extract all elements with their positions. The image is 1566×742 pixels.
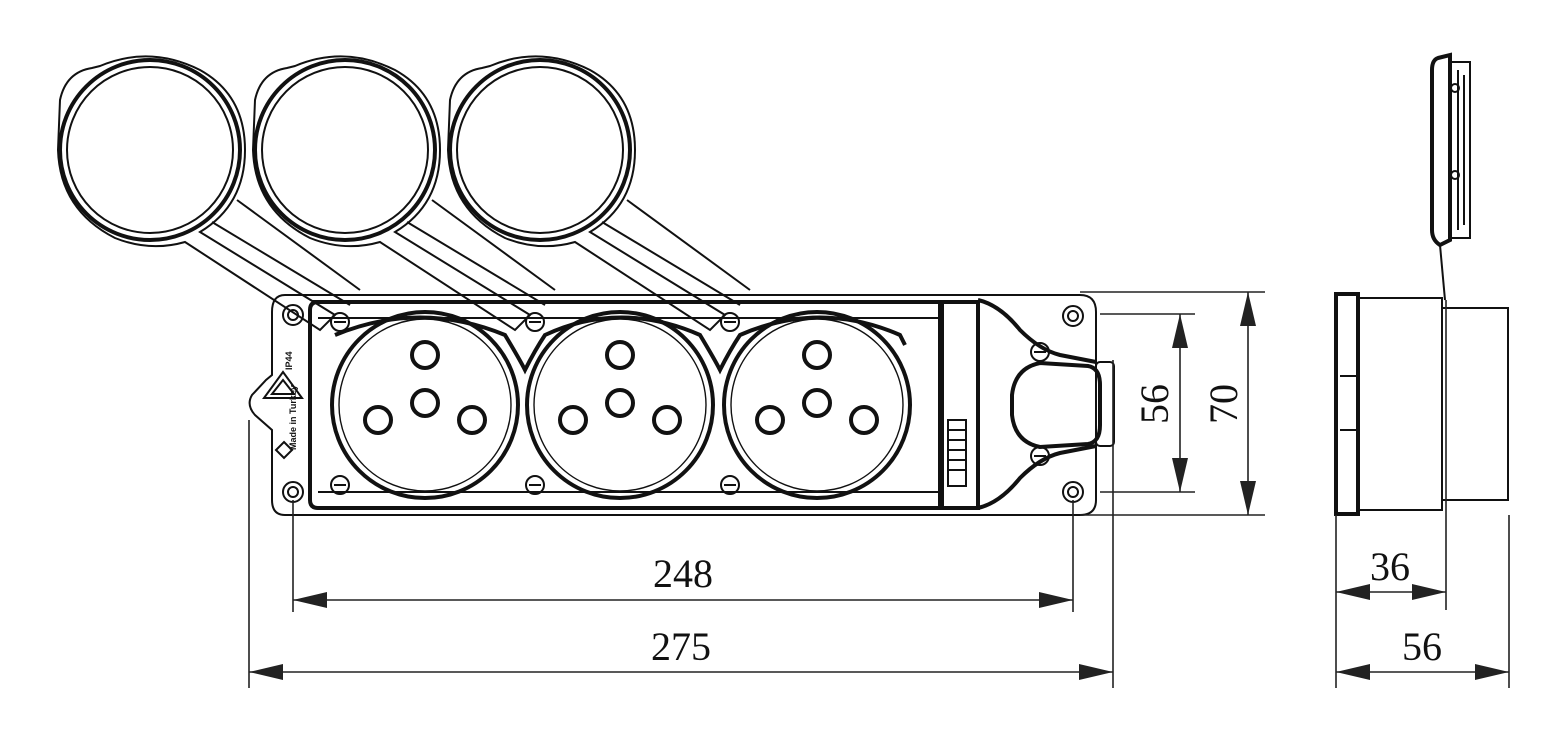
dimension-56-depth-label: 56 — [1402, 624, 1442, 669]
front-view: IP44 Made in Turkey — [56, 55, 1115, 516]
mounting-hole-bottom-left — [282, 481, 304, 503]
socket-outlet-3 — [722, 310, 912, 500]
dimension-56-depth: 56 — [1336, 624, 1509, 680]
dimension-56-height-label: 56 — [1132, 384, 1177, 424]
dimension-56-height: 56 — [1132, 314, 1188, 492]
socket-outlet-1 — [330, 310, 520, 500]
dimension-275: 275 — [249, 624, 1113, 680]
mounting-hole-top-left — [282, 304, 304, 326]
cap-3 — [446, 55, 751, 332]
cap-2 — [251, 55, 556, 332]
mounting-hole-top-right — [1062, 305, 1084, 327]
ip-rating-label: IP44 — [284, 351, 294, 370]
origin-label: Made in Turkey — [288, 385, 298, 450]
dimension-36-depth: 36 — [1336, 544, 1446, 600]
dimension-248: 248 — [293, 551, 1073, 608]
screws — [330, 312, 740, 495]
dimension-70-height-label: 70 — [1201, 384, 1246, 424]
dimension-36-depth-label: 36 — [1370, 544, 1410, 589]
cable-entry — [940, 298, 1115, 510]
side-body — [1334, 292, 1509, 516]
dimension-lines: 248 275 56 70 36 — [248, 291, 1510, 688]
side-cap — [1430, 52, 1471, 301]
cap-1 — [56, 55, 361, 332]
protective-caps — [56, 55, 751, 332]
side-view — [1334, 52, 1509, 516]
socket-body: IP44 Made in Turkey — [248, 294, 1115, 516]
socket-outlet-2 — [525, 310, 715, 500]
dimension-275-label: 275 — [651, 624, 711, 669]
dimension-248-label: 248 — [653, 551, 713, 596]
mounting-hole-bottom-right — [1062, 481, 1084, 503]
dimension-70-height: 70 — [1201, 292, 1256, 515]
